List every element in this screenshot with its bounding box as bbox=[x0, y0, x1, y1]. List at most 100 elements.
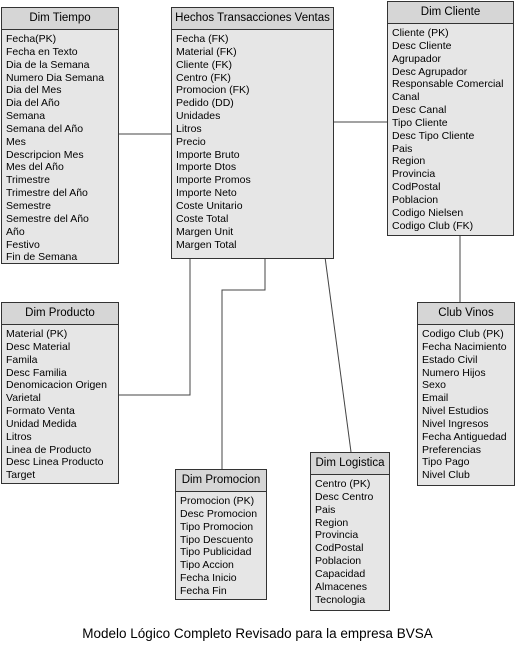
entity-field: Pais bbox=[392, 142, 413, 155]
entity-field: Cliente (FK) bbox=[176, 58, 233, 71]
entity-field: Promocion (FK) bbox=[176, 84, 250, 97]
entity-field: Trimestre bbox=[6, 174, 50, 187]
entity-field: Promocion (PK) bbox=[180, 495, 255, 507]
entity-field: Semestre del Año bbox=[6, 212, 89, 225]
entity-dim-logistica-title: Dim Logistica bbox=[311, 453, 389, 475]
entity-field: Agrupador bbox=[392, 52, 442, 65]
entity-field: Region bbox=[315, 516, 349, 529]
entity-field: Dia del Mes bbox=[6, 84, 62, 97]
entity-field: Tipo Promocion bbox=[180, 520, 254, 533]
link-hechos-logistica bbox=[324, 256, 352, 453]
entity-field: Desc Cliente bbox=[392, 39, 452, 52]
entity-field: Tipo Descuento bbox=[180, 533, 254, 546]
entity-field: Desc Centro bbox=[315, 490, 374, 503]
entity-field: Tipo Pago bbox=[422, 456, 470, 469]
entity-field: Material (FK) bbox=[176, 45, 237, 58]
entity-field: Fin de Semana bbox=[6, 251, 78, 264]
entity-field: Cliente (PK) bbox=[392, 27, 449, 39]
entity-dim-producto-title: Dim Producto bbox=[2, 303, 118, 325]
entity-field: Importe Dtos bbox=[176, 161, 237, 174]
entity-field: Pais bbox=[315, 503, 336, 516]
entity-field: Unidad Medida bbox=[6, 417, 77, 430]
entity-field: Email bbox=[422, 392, 449, 405]
entity-field: Responsable Comercial bbox=[392, 78, 504, 91]
entity-field: Fecha (FK) bbox=[176, 33, 229, 45]
entity-field: CodPostal bbox=[392, 181, 441, 194]
entity-field: Mes bbox=[6, 135, 26, 148]
entity-field: Material (PK) bbox=[6, 328, 68, 340]
entity-field: Varietal bbox=[6, 392, 41, 405]
entity-field: Desc Canal bbox=[392, 104, 447, 117]
entity-field: Desc Tipo Cliente bbox=[392, 129, 475, 142]
entity-field: Estado Civil bbox=[422, 353, 478, 366]
entity-field: Margen Total bbox=[176, 238, 237, 251]
entity-field: Desc Linea Producto bbox=[6, 456, 104, 469]
entity-field: Region bbox=[392, 155, 426, 168]
entity-field: Pedido (DD) bbox=[176, 97, 234, 110]
entity-field: Fecha Fin bbox=[180, 584, 227, 597]
entity-field: Importe Promos bbox=[176, 174, 251, 187]
entity-field: Semana bbox=[6, 110, 46, 123]
entity-field: Desc Material bbox=[6, 340, 71, 353]
diagram-caption: Modelo Lógico Completo Revisado para la … bbox=[82, 626, 433, 641]
entity-hechos-fields: Fecha (FK)Material (FK)Cliente (FK)Centr… bbox=[172, 30, 333, 253]
entity-field: Fecha Inicio bbox=[180, 572, 237, 585]
entity-field: Descripcion Mes bbox=[6, 148, 84, 161]
entity-field: Codigo Club (PK) bbox=[422, 328, 504, 340]
entity-dim-promocion-title: Dim Promocion bbox=[176, 470, 266, 492]
entity-field: Litros bbox=[6, 430, 32, 443]
entity-field: Poblacion bbox=[315, 555, 362, 568]
entity-field: Margen Unit bbox=[176, 225, 234, 238]
entity-dim-promocion: Dim Promocion Promocion (PK)Desc Promoci… bbox=[175, 469, 267, 600]
entity-field: Semestre bbox=[6, 199, 51, 212]
entity-field: Almacenes bbox=[315, 580, 367, 593]
entity-field: Famila bbox=[6, 353, 38, 366]
entity-dim-cliente-title: Dim Cliente bbox=[388, 2, 513, 24]
entity-club-vinos: Club Vinos Codigo Club (PK)Fecha Nacimie… bbox=[417, 302, 515, 486]
entity-field: Canal bbox=[392, 91, 420, 104]
entity-field: Poblacion bbox=[392, 193, 439, 206]
entity-hechos-title: Hechos Transacciones Ventas bbox=[172, 8, 333, 30]
entity-dim-tiempo-title: Dim Tiempo bbox=[2, 8, 118, 30]
entity-field: Importe Neto bbox=[176, 187, 237, 200]
link-hechos-producto bbox=[117, 257, 191, 396]
entity-field: Dia del Año bbox=[6, 97, 60, 110]
entity-field: Desc Promocion bbox=[180, 507, 258, 520]
entity-field: Tecnologia bbox=[315, 593, 366, 606]
entity-field: Fecha en Texto bbox=[6, 45, 78, 58]
entity-field: Linea de Producto bbox=[6, 443, 92, 456]
entity-hechos: Hechos Transacciones Ventas Fecha (FK)Ma… bbox=[171, 7, 334, 259]
entity-field: Tipo Publicidad bbox=[180, 546, 252, 559]
entity-field: Formato Venta bbox=[6, 405, 75, 418]
entity-field: Dia de la Semana bbox=[6, 58, 90, 71]
entity-field: Trimestre del Año bbox=[6, 187, 88, 200]
entity-field: Año bbox=[6, 225, 25, 238]
entity-field: Nivel Estudios bbox=[422, 405, 489, 418]
entity-field: Centro (PK) bbox=[315, 478, 371, 490]
entity-field: Provincia bbox=[315, 529, 359, 542]
entity-field: Fecha Nacimiento bbox=[422, 340, 507, 353]
entity-field: Nivel Ingresos bbox=[422, 417, 489, 430]
entity-field: Coste Total bbox=[176, 212, 229, 225]
entity-field: Coste Unitario bbox=[176, 199, 243, 212]
entity-field: Codigo Club (FK) bbox=[392, 219, 474, 232]
entity-field: Denomicacion Origen bbox=[6, 379, 107, 392]
entity-field: Provincia bbox=[392, 168, 436, 181]
entity-field: Precio bbox=[176, 135, 206, 148]
entity-field: Tipo Cliente bbox=[392, 116, 448, 129]
link-hechos-promocion bbox=[221, 257, 266, 469]
entity-field: Preferencias bbox=[422, 443, 481, 456]
entity-field: Fecha Antiguedad bbox=[422, 430, 507, 443]
entity-field: Desc Familia bbox=[6, 366, 67, 379]
entity-field: CodPostal bbox=[315, 542, 364, 555]
entity-field: Litros bbox=[176, 122, 202, 135]
entity-field: Unidades bbox=[176, 110, 221, 123]
